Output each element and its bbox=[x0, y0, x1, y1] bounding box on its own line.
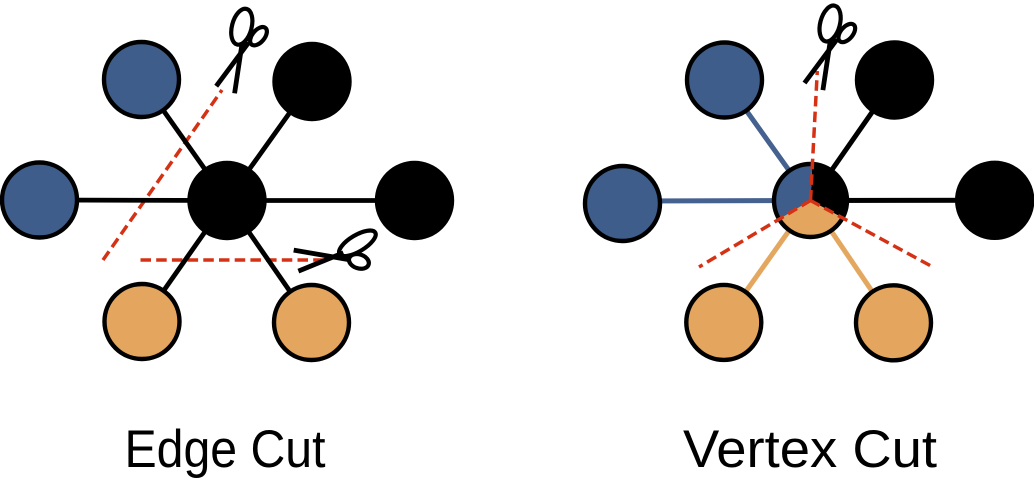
svg-text:Edge Cut: Edge Cut bbox=[125, 420, 326, 479]
svg-text:Vertex Cut: Vertex Cut bbox=[683, 420, 937, 479]
